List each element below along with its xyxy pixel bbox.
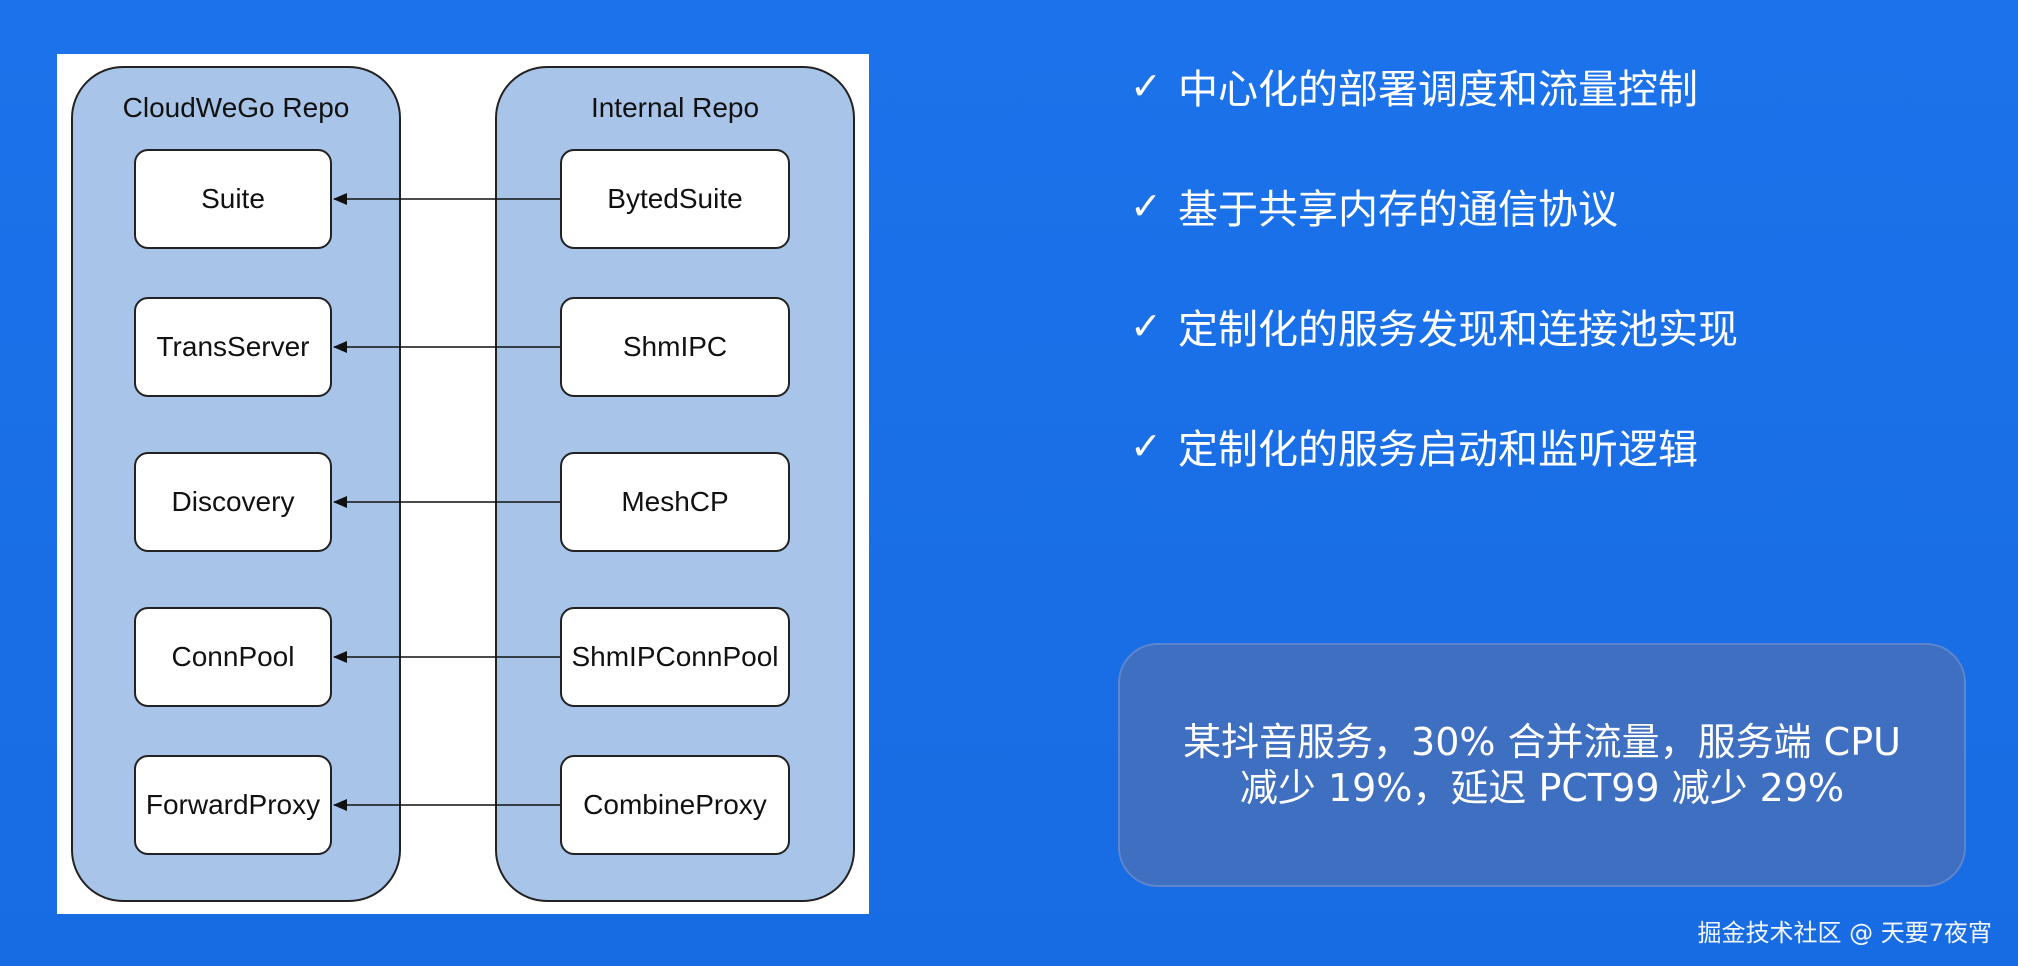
node-shmipc: ShmIPC [560,297,790,397]
cloudwego-repo-title: CloudWeGo Repo [122,92,350,123]
checkmark-icon: ✓ [1130,184,1162,228]
internal-repo-title: Internal Repo [590,92,760,123]
architecture-diagram: CloudWeGo Repo Internal Repo Suite Trans… [57,54,869,914]
feature-item: ✓ 定制化的服务发现和连接池实现 [1130,296,1738,356]
node-meshcp: MeshCP [560,452,790,552]
feature-item: ✓ 定制化的服务启动和监听逻辑 [1130,416,1698,476]
node-transserver: TransServer [134,297,332,397]
feature-text: 定制化的服务发现和连接池实现 [1178,307,1738,353]
result-line-1: 某抖音服务，30% 合并流量，服务端 CPU [1183,720,1901,764]
node-bytedsuite: BytedSuite [560,149,790,249]
checkmark-icon: ✓ [1130,64,1162,108]
node-suite: Suite [134,149,332,249]
node-shmipconnpool: ShmIPConnPool [560,607,790,707]
node-combineproxy: CombineProxy [560,755,790,855]
feature-item: ✓ 基于共享内存的通信协议 [1130,176,1618,236]
feature-text: 中心化的部署调度和流量控制 [1178,67,1698,113]
feature-item: ✓ 中心化的部署调度和流量控制 [1130,56,1698,116]
result-line-2: 减少 19%，延迟 PCT99 减少 29% [1239,766,1845,810]
checkmark-icon: ✓ [1130,304,1162,348]
node-connpool: ConnPool [134,607,332,707]
node-discovery: Discovery [134,452,332,552]
feature-text: 定制化的服务启动和监听逻辑 [1178,427,1698,473]
result-summary-box: 某抖音服务，30% 合并流量，服务端 CPU 减少 19%，延迟 PCT99 减… [1118,643,1966,887]
feature-text: 基于共享内存的通信协议 [1178,187,1618,233]
checkmark-icon: ✓ [1130,424,1162,468]
node-forwardproxy: ForwardProxy [134,755,332,855]
footer-credit: 掘金技术社区 @ 天要7夜宵 [1697,919,1992,947]
